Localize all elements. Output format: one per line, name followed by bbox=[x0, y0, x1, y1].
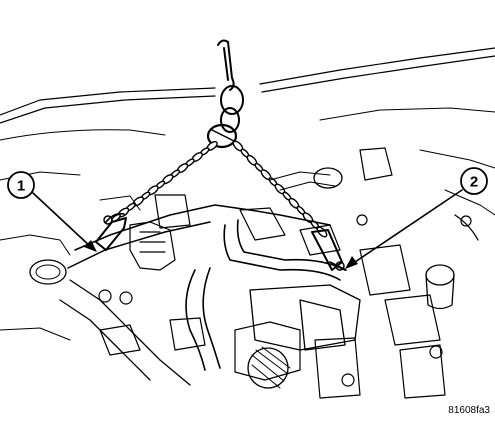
callout-2-arrowhead bbox=[345, 256, 358, 269]
engine-hardware bbox=[29, 167, 479, 389]
callout-2: 2 bbox=[345, 167, 488, 269]
callout-1-leader-line bbox=[32, 192, 93, 249]
callout-1-arrowhead bbox=[84, 240, 97, 252]
figure-id-label: 81608fa3 bbox=[448, 405, 490, 416]
engine-assembly bbox=[59, 147, 446, 399]
callout-2-number: 2 bbox=[470, 174, 478, 191]
callout-2-leader-line bbox=[351, 189, 463, 265]
callout-1: 1 bbox=[7, 171, 97, 252]
lifting-bracket-2 bbox=[311, 229, 347, 271]
callout-1-circle bbox=[7, 171, 35, 199]
lifting-hook bbox=[206, 39, 244, 149]
callout-2-circle bbox=[460, 167, 488, 195]
hood-and-body-outline bbox=[0, 47, 495, 341]
lifting-bracket-1 bbox=[95, 212, 127, 251]
callout-1-number: 1 bbox=[17, 178, 25, 195]
lifting-chain-left bbox=[111, 140, 218, 223]
lifting-chain-right bbox=[232, 140, 328, 238]
